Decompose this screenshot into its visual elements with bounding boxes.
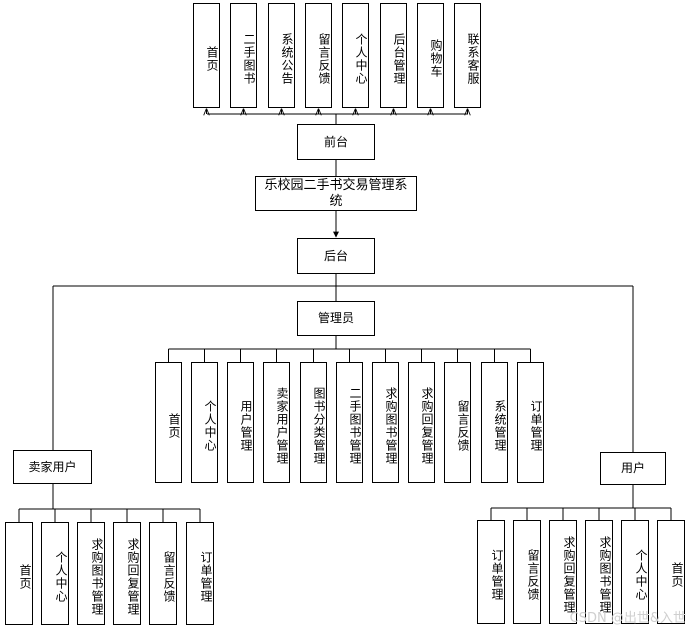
admin-label: 管理员	[317, 311, 354, 325]
admin-item-label: 求购回复管理	[420, 386, 434, 465]
front-item: 首页	[193, 3, 220, 108]
seller-item: 留言反馈	[149, 522, 177, 625]
front-item-label: 二手图书	[242, 32, 256, 85]
admin-item-label: 个人中心	[203, 399, 217, 452]
front-item-label: 购物车	[429, 39, 443, 78]
seller-item-label: 订单管理	[199, 550, 213, 603]
admin-item: 留言反馈	[444, 362, 471, 483]
front-item: 后台管理	[380, 3, 407, 108]
user-item: 求购回复管理	[549, 520, 577, 624]
front-item-label: 首页	[205, 45, 219, 72]
front-item: 购物车	[417, 3, 444, 108]
user-item: 订单管理	[477, 520, 505, 624]
seller-item-label: 首页	[18, 563, 32, 590]
back-node: 后台	[297, 238, 375, 274]
front-item: 联系客服	[454, 3, 481, 108]
front-label: 前台	[323, 134, 348, 149]
admin-item: 二手图书管理	[336, 362, 363, 483]
seller-item-label: 求购图书管理	[90, 537, 104, 616]
user-item-label: 订单管理	[490, 549, 504, 601]
seller-item: 订单管理	[186, 522, 214, 625]
watermark: CSDN @出世&入世	[569, 611, 686, 626]
admin-item-label: 用户管理	[239, 399, 253, 452]
seller-item: 求购图书管理	[77, 522, 105, 625]
admin-item: 订单管理	[517, 362, 544, 483]
admin-item: 系统管理	[481, 362, 508, 483]
user-item: 个人中心	[621, 520, 649, 624]
seller-item-label: 留言反馈	[162, 550, 176, 603]
seller-item-label: 求购回复管理	[126, 537, 140, 616]
admin-item: 用户管理	[227, 362, 254, 483]
back-label: 后台	[323, 248, 348, 263]
front-item-label: 系统公告	[280, 32, 294, 85]
front-item-label: 个人中心	[354, 32, 368, 85]
root-label: 乐校园二手书交易管理系统	[264, 177, 408, 209]
admin-item: 个人中心	[191, 362, 218, 483]
seller-item: 首页	[5, 522, 33, 625]
front-item-label: 联系客服	[466, 32, 480, 85]
seller-item: 求购回复管理	[113, 522, 141, 625]
front-item: 系统公告	[268, 3, 295, 108]
user-item: 求购图书管理	[585, 520, 613, 624]
admin-item-label: 图书分类管理	[312, 386, 326, 465]
front-item-label: 后台管理	[392, 32, 406, 85]
admin-item: 卖家用户管理	[263, 362, 290, 483]
admin-item: 首页	[155, 362, 182, 483]
user-item-label: 留言反馈	[526, 549, 540, 601]
admin-item: 图书分类管理	[300, 362, 327, 483]
user-label: 用户	[620, 461, 645, 475]
user-item: 留言反馈	[513, 520, 541, 624]
admin-item: 求购图书管理	[372, 362, 399, 483]
seller-item-label: 个人中心	[54, 550, 68, 603]
admin-item-label: 卖家用户管理	[275, 386, 289, 465]
user-item-label: 求购图书管理	[598, 536, 612, 614]
front-item: 二手图书	[230, 3, 257, 108]
user-item-label: 个人中心	[634, 549, 648, 601]
admin-node: 管理员	[297, 301, 375, 336]
admin-item-label: 首页	[167, 412, 181, 439]
user-item-label: 首页	[670, 562, 684, 588]
front-item-label: 留言反馈	[317, 32, 331, 85]
admin-item-label: 订单管理	[529, 399, 543, 452]
front-node: 前台	[297, 124, 375, 160]
seller-item: 个人中心	[41, 522, 69, 625]
admin-item-label: 留言反馈	[456, 399, 470, 452]
user-item-label: 求购回复管理	[562, 536, 576, 614]
seller-node: 卖家用户	[13, 450, 92, 484]
admin-item-label: 系统管理	[493, 399, 507, 452]
admin-item-label: 二手图书管理	[348, 386, 362, 465]
root-node: 乐校园二手书交易管理系统	[255, 176, 417, 211]
front-item: 留言反馈	[305, 3, 332, 108]
admin-item-label: 求购图书管理	[384, 386, 398, 465]
admin-item: 求购回复管理	[408, 362, 435, 483]
user-node: 用户	[600, 452, 666, 485]
user-item: 首页	[657, 520, 685, 624]
front-item: 个人中心	[342, 3, 369, 108]
seller-label: 卖家用户	[28, 459, 77, 474]
